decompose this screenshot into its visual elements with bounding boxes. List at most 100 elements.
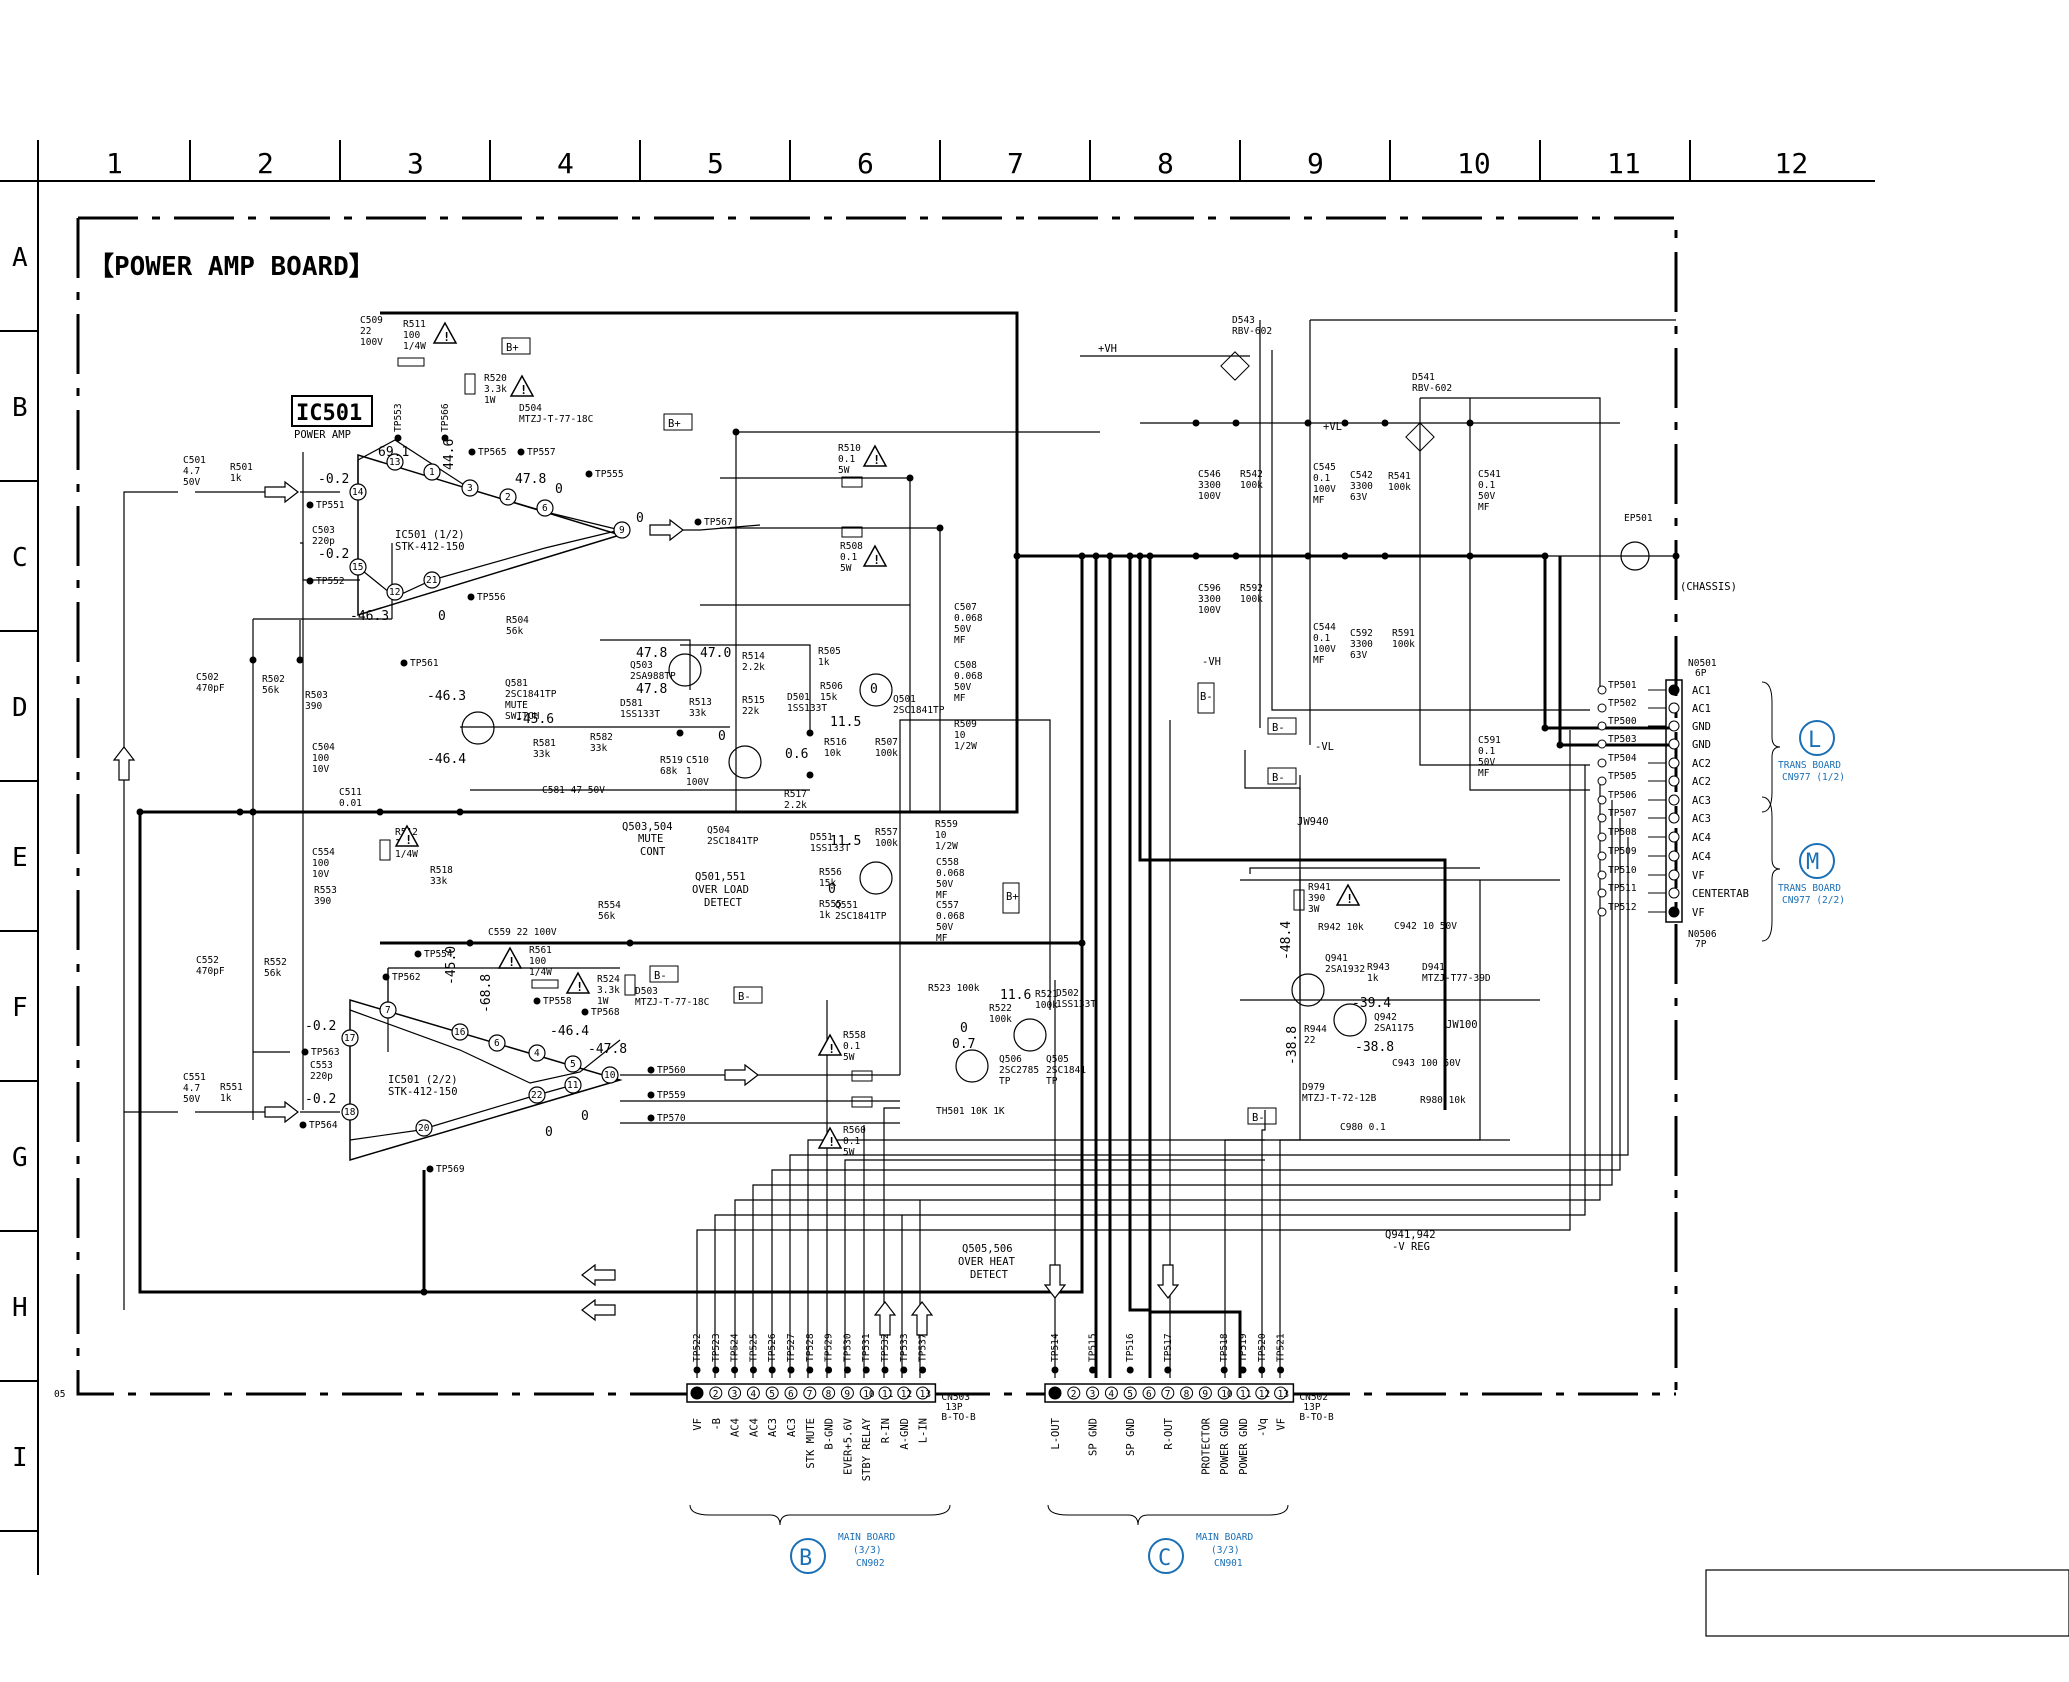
- ic-pin-number: 22: [531, 1090, 542, 1101]
- connector-tp: TP533: [899, 1333, 910, 1362]
- component-label-ep501: EP501: [1624, 513, 1653, 524]
- connector-tp: TP525: [748, 1333, 759, 1362]
- component-label-r509: 1/2W: [954, 741, 977, 752]
- right-connector-tp: TP510: [1608, 865, 1637, 876]
- component-label-c581: C581 47 50V: [542, 785, 605, 796]
- component-label-d941: D941: [1422, 962, 1445, 973]
- connector-pin-number: 12: [901, 1389, 912, 1400]
- ic-pin-number: 17: [344, 1033, 355, 1044]
- passive-glyphs: [379, 351, 1435, 1108]
- b-minus-tag: B-: [1272, 772, 1285, 784]
- component-label-r507: R507: [875, 737, 898, 748]
- component-label-r522: R522: [989, 1003, 1012, 1014]
- right-connector-signal: GND: [1692, 721, 1711, 733]
- svg-text:!: !: [1346, 892, 1353, 906]
- component-label-c508: C508: [954, 660, 977, 671]
- input-arrow-icon: [264, 1100, 299, 1124]
- component-label-r509: R509: [954, 719, 977, 730]
- main-board-c: C MAIN BOARD (3/3) CN901: [1047, 1504, 1289, 1574]
- grid-row-label: I: [12, 1443, 28, 1473]
- voltage-reading: -0.2: [318, 472, 349, 487]
- component-label-c507: C507: [954, 602, 977, 613]
- component-label-r503: 390: [305, 701, 322, 712]
- q505-symbol: [1013, 1018, 1047, 1052]
- right-connector-signal: CENTERTAB: [1692, 888, 1749, 900]
- junction-dot: [249, 656, 257, 664]
- grid-column-label: 11: [1607, 147, 1641, 180]
- component-label-c508: 50V: [954, 682, 971, 693]
- ic-pin: [379, 1001, 397, 1019]
- component-label-r512: 1/4W: [395, 849, 418, 860]
- connector-pins: 13P: [1303, 1402, 1320, 1413]
- component-label-r556: 15k: [819, 878, 836, 889]
- connector-pin-number: 2: [1071, 1389, 1077, 1400]
- connector-tp: TP519: [1238, 1333, 1249, 1362]
- component-label-r554: 56k: [598, 911, 615, 922]
- test-point-label: TP561: [410, 658, 439, 669]
- connector-pin-number: 3: [1090, 1389, 1096, 1400]
- component-label-c542: 3300: [1350, 481, 1373, 492]
- svg-text:MUTE: MUTE: [638, 833, 663, 845]
- warning-icon: !: [394, 824, 420, 847]
- connector-tp: TP522: [692, 1333, 703, 1362]
- svg-text:OVER HEAT: OVER HEAT: [958, 1256, 1016, 1268]
- component-label-r505: R505: [818, 646, 841, 657]
- component-label-q942: 2SA1175: [1374, 1023, 1414, 1034]
- trans-board-m-cn: CN977 (2/2): [1782, 895, 1845, 906]
- warning-icon: !: [862, 544, 888, 567]
- connector-pin-number: 9: [1202, 1389, 1208, 1400]
- b-minus-tag: B-: [738, 991, 751, 1003]
- component-label-r559: R559: [935, 819, 958, 830]
- trans-board-L: L TRANS BOARD CN977 (1/2): [1761, 681, 1845, 813]
- voltage-reading: 0: [438, 609, 446, 624]
- connector-pin-number: 7: [1165, 1389, 1171, 1400]
- component-labels: C50922100VR5111001/4WR5203.3k1WD504MTZJ-…: [183, 315, 1653, 1158]
- connector-tp: TP524: [730, 1333, 741, 1362]
- component-label-c511: C511: [339, 787, 362, 798]
- junction-dot: [1192, 419, 1200, 427]
- grid-column-label: 4: [557, 147, 574, 180]
- component-label-r520: 1W: [484, 395, 496, 406]
- component-label-c507: 0.068: [954, 613, 983, 624]
- component-label-d581: 1SS133T: [620, 709, 660, 720]
- ic501-half2-symbol: [349, 998, 623, 1162]
- component-label-r504: 56k: [506, 626, 523, 637]
- ic-pin-number: 16: [454, 1027, 466, 1038]
- junction-dot: [1381, 419, 1389, 427]
- junction-dot: [1381, 552, 1389, 560]
- junction-dot: [1466, 552, 1474, 560]
- connector-pin-number: 12: [1259, 1389, 1270, 1400]
- right-connector-tp: TP509: [1608, 846, 1637, 857]
- voltage-reading: 11.5: [830, 834, 861, 849]
- warning-icon: !: [1335, 883, 1361, 906]
- output-arrow-icon: [724, 1063, 759, 1087]
- component-label-r943: 1k: [1367, 973, 1379, 984]
- q941-symbol: [1291, 973, 1325, 1007]
- ic-pin: [601, 1066, 619, 1084]
- component-label-r513: R513: [689, 697, 712, 708]
- junction-dot: [732, 428, 740, 436]
- b-minus-tag: B-: [1272, 722, 1285, 734]
- connector-type: B-TO-B: [1299, 1412, 1334, 1423]
- component-label-r517: R517: [784, 789, 807, 800]
- svg-text:!: !: [873, 553, 880, 567]
- connector-signal: SP GND: [1088, 1418, 1100, 1456]
- right-connector-tp: TP504: [1608, 753, 1637, 764]
- signal-arrows: [112, 480, 1180, 1336]
- ic-pin: [451, 1023, 469, 1041]
- component-label-c541: 0.1: [1478, 480, 1495, 491]
- voltage-reading: -45.0: [444, 946, 459, 985]
- component-label-d543: D543: [1232, 315, 1255, 326]
- ic-pin-number: 2: [505, 492, 511, 503]
- ic501-label: IC501: [296, 401, 362, 426]
- component-label-c502: 470pF: [196, 683, 225, 694]
- ic501-half2-label-a: IC501 (2/2): [388, 1074, 458, 1086]
- svg-text:Q941,942: Q941,942: [1385, 1229, 1436, 1241]
- component-label-r511: R511: [403, 319, 426, 330]
- connector-pin-number: 3: [732, 1389, 738, 1400]
- ic-pin-number: 6: [542, 503, 548, 514]
- component-label-r943: R943: [1367, 962, 1390, 973]
- connector-tp: TP527: [786, 1333, 797, 1362]
- q942-symbol: [1333, 1003, 1367, 1037]
